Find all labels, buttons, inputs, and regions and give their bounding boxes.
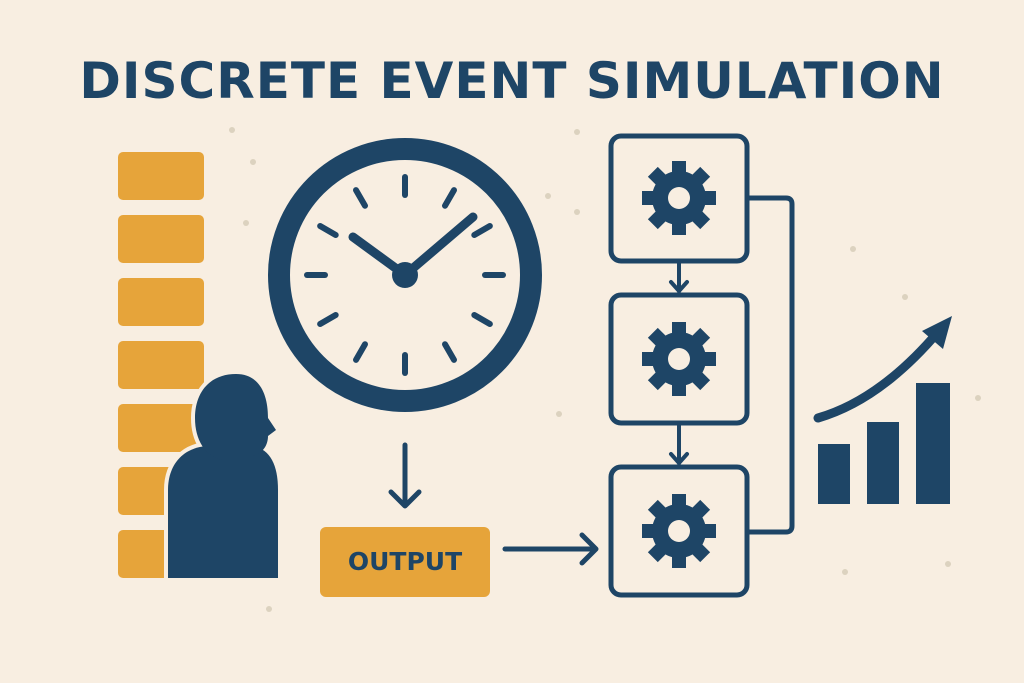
queue-item bbox=[118, 215, 204, 263]
queue-item bbox=[118, 341, 204, 389]
arrowhead-icon bbox=[388, 489, 422, 509]
event-queue-stack bbox=[118, 152, 204, 578]
queue-item bbox=[118, 152, 204, 200]
bar bbox=[818, 444, 850, 504]
process-box-2 bbox=[608, 292, 750, 426]
clock-ticks bbox=[304, 174, 506, 376]
queue-item bbox=[118, 404, 204, 452]
output-box bbox=[320, 527, 490, 597]
trend-arrow-icon bbox=[813, 316, 952, 423]
page-title: DISCRETE EVENT SIMULATION bbox=[79, 52, 945, 110]
clock-center bbox=[392, 262, 418, 288]
feedback-connector bbox=[747, 195, 795, 535]
process-box-1 bbox=[608, 133, 750, 264]
gear-icon bbox=[642, 322, 716, 396]
bar bbox=[867, 422, 899, 504]
queue-item bbox=[118, 278, 204, 326]
arrowhead-icon bbox=[579, 532, 599, 566]
bar-chart-icon bbox=[818, 383, 950, 504]
gear-icon bbox=[642, 161, 716, 235]
process-box-3 bbox=[608, 464, 750, 598]
person-icon bbox=[164, 370, 282, 582]
process-flow-arrows bbox=[669, 261, 689, 465]
bar bbox=[916, 383, 950, 504]
gear-icon bbox=[642, 494, 716, 568]
clock-minute-hand bbox=[400, 212, 478, 280]
background-dots bbox=[229, 127, 981, 612]
clock-icon bbox=[268, 138, 542, 412]
